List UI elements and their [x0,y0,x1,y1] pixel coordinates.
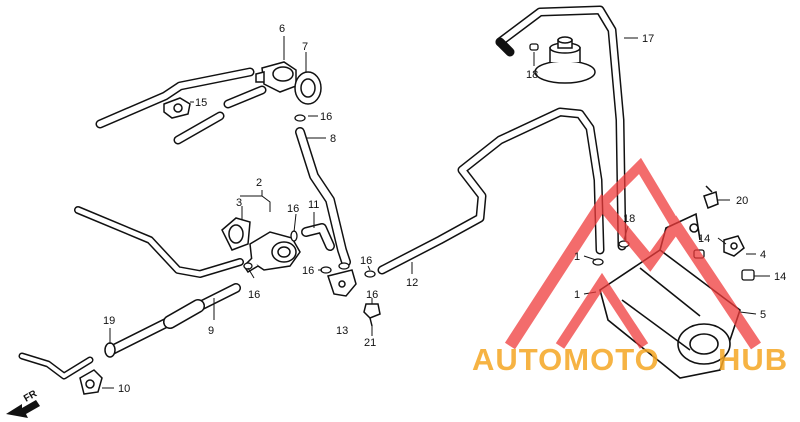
watermark-triangle-inner [555,272,649,349]
purge-valve-6 [255,61,297,93]
leader-lines [102,36,770,389]
callout-18-a: 18 [526,69,538,81]
bracket-3 [221,217,251,251]
bolt-20 [703,185,719,209]
callout-16-f: 16 [366,289,378,301]
clamp-10 [79,369,103,395]
callout-9: 9 [208,325,214,337]
callout-5: 5 [760,309,766,321]
callout-3: 3 [236,197,242,209]
hose-bottom-left [18,352,94,380]
hose-11 [301,223,335,251]
callout-11: 11 [308,199,319,211]
bolt-21 [363,303,381,327]
callout-20: 20 [736,195,748,207]
callout-16-e: 16 [360,255,372,267]
callout-14-a: 14 [698,233,710,245]
callout-6: 6 [279,23,285,35]
callout-7: 7 [302,41,308,53]
canister-18-top [534,36,596,84]
hose-short-segment [173,85,267,145]
callout-16-c: 16 [302,265,314,277]
callout-1-a: 1 [574,251,580,263]
callout-16-b: 16 [287,203,299,215]
callout-21: 21 [364,337,376,349]
joint-13 [327,269,357,297]
hose-12 [377,107,605,275]
watermark-text-left: AUTOMOTO [472,342,660,377]
callout-12: 12 [406,277,418,289]
callout-15: 15 [195,97,207,109]
watermark-logo [504,157,761,350]
front-direction-arrow: FR [6,388,40,418]
hose-17 [495,5,627,251]
bracket-7 [294,71,322,105]
clip-14b [741,269,755,281]
callout-1-b: 1 [574,289,580,301]
callout-4: 4 [760,249,766,261]
connector-4 [723,235,745,257]
clip-18-top [529,43,539,51]
watermark-triangle-outer [504,193,761,350]
hose-left-long [74,206,244,278]
joint-19 [104,342,116,358]
callout-16-d: 16 [248,289,260,301]
callout-8: 8 [330,133,336,145]
hose-8 [295,127,351,267]
hose-9 [107,283,241,355]
callout-numbers: 6 7 15 16 8 2 3 16 11 16 16 16 16 13 21 … [103,23,786,395]
callout-2: 2 [256,177,262,189]
clamp-15 [163,97,191,119]
callout-18-b: 18 [623,213,635,225]
watermark-text-right: HUB [718,342,788,377]
callout-17: 17 [642,33,654,45]
clip-rings [243,114,630,278]
callout-10: 10 [118,383,130,395]
callout-19: 19 [103,315,115,327]
hose-top-left [95,67,255,129]
callout-13: 13 [336,325,348,337]
callout-16-a: 16 [320,111,332,123]
callout-14-b: 14 [774,271,786,283]
